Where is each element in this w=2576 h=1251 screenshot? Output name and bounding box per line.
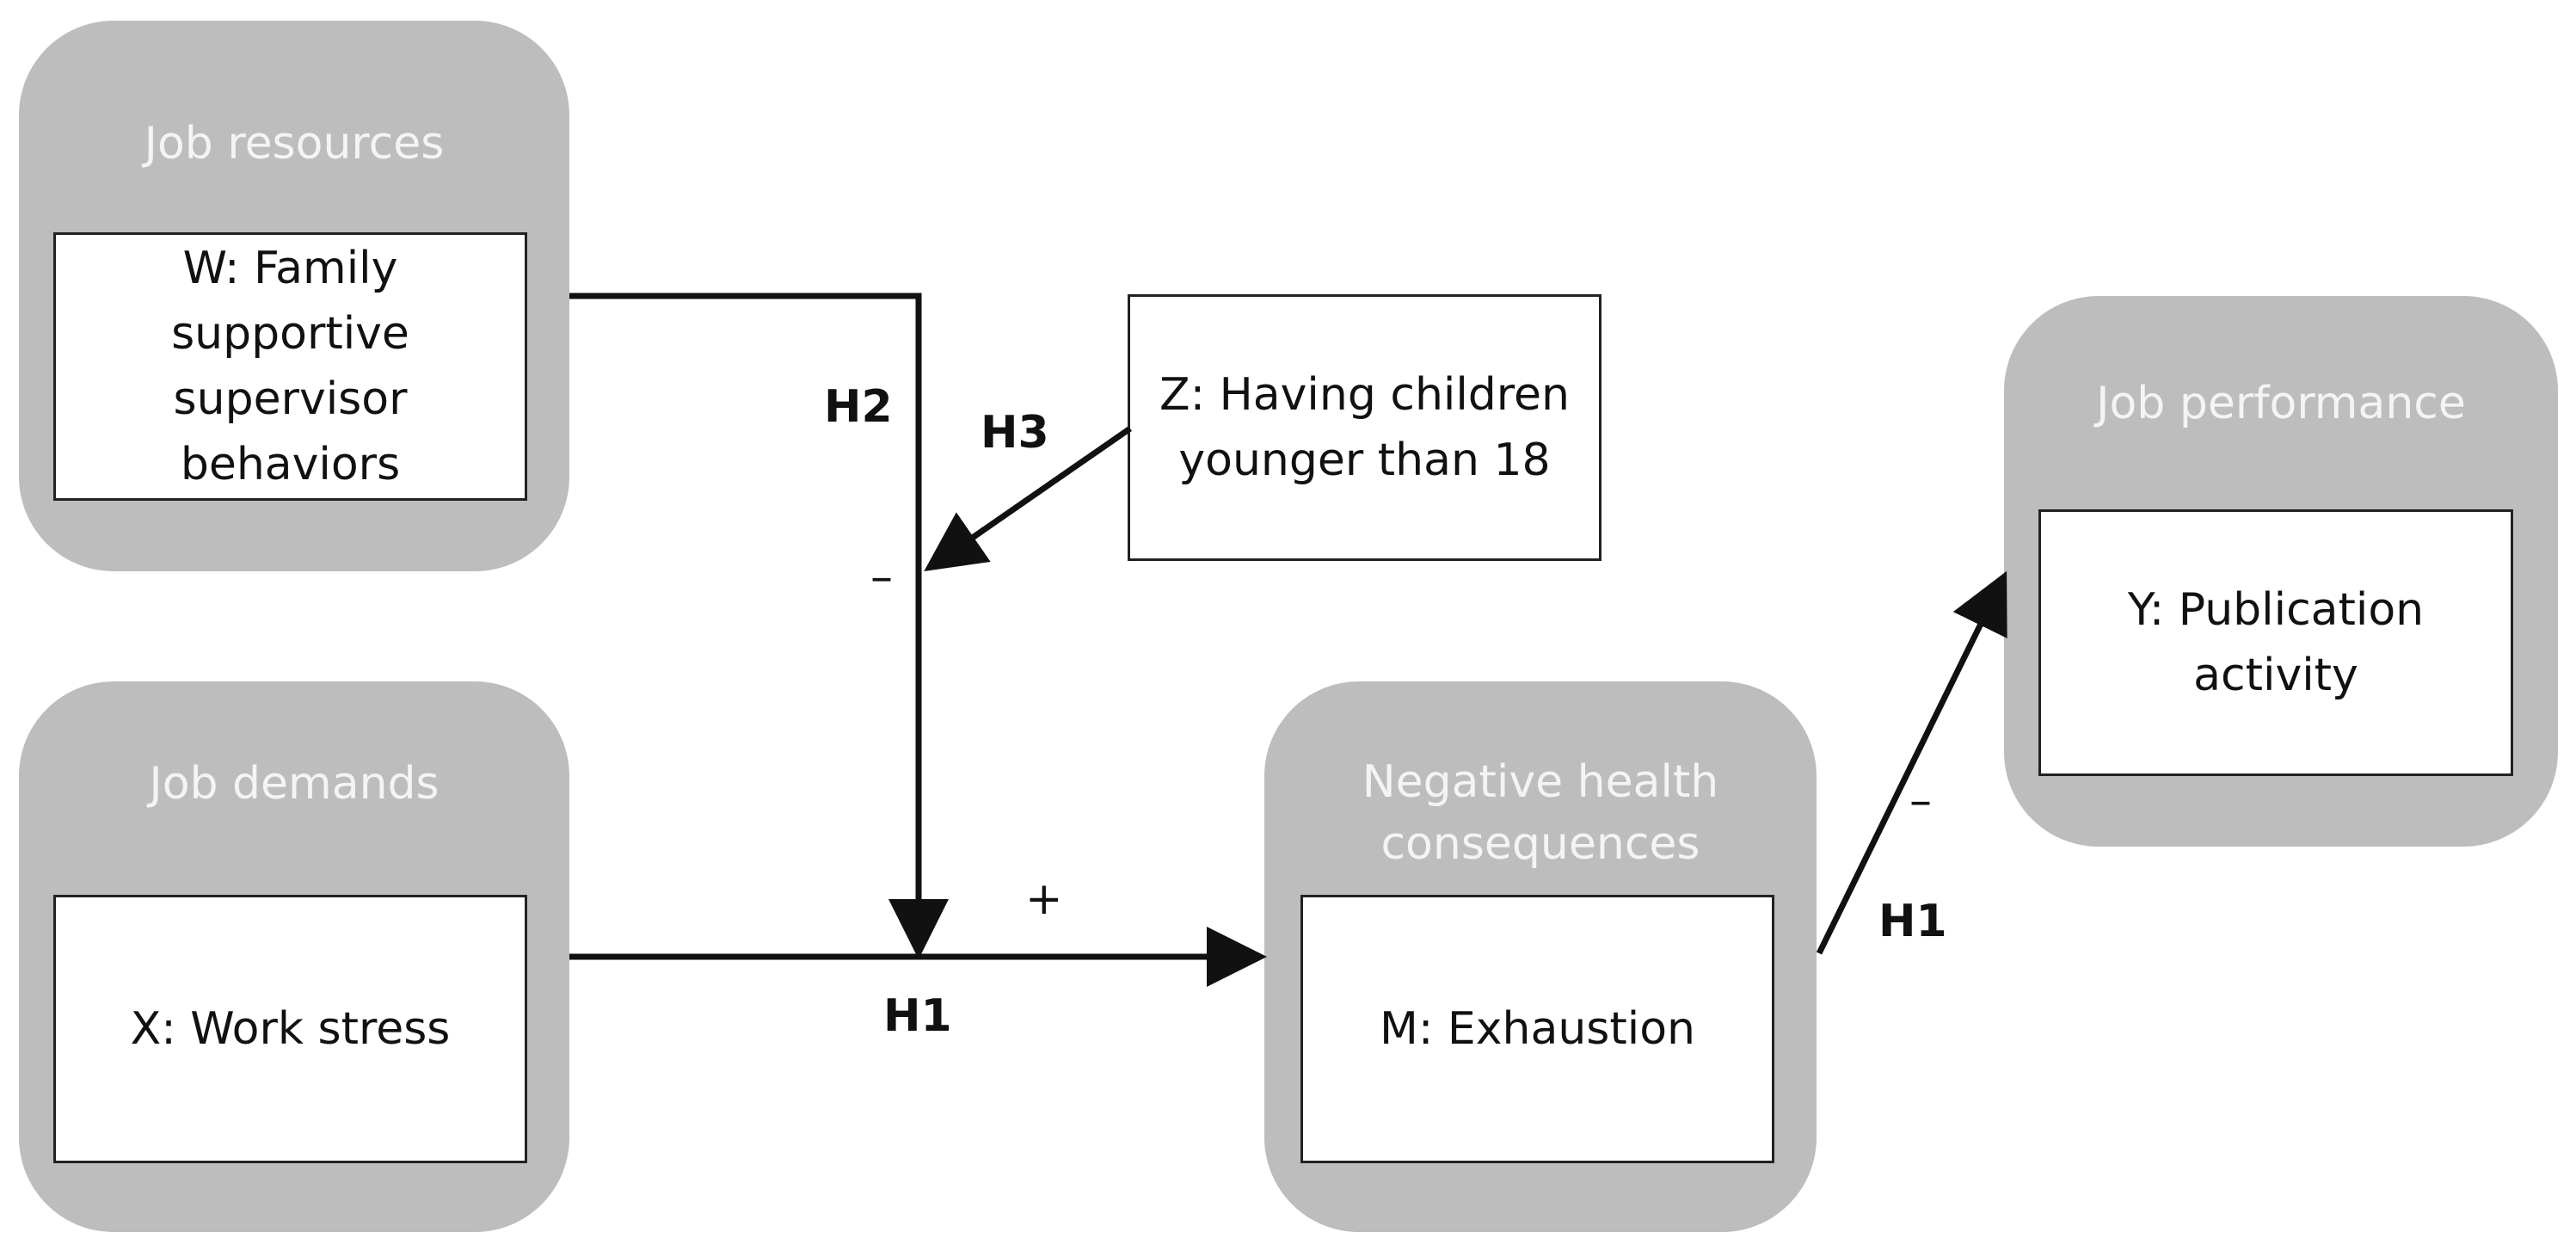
h3-label: H3	[981, 407, 1049, 459]
w-family-supportive-box: W: Family supportive supervisor behavior…	[53, 232, 527, 501]
h1-path-label: H1	[883, 990, 952, 1042]
negative-health-title-line2: consequences	[1380, 818, 1700, 870]
w-to-path-arrow	[569, 293, 949, 959]
m-exhaustion-box: M: Exhaustion	[1300, 895, 1774, 1163]
x-line-1: X: Work stress	[130, 1003, 451, 1055]
z-line-1: Z: Having children	[1159, 369, 1570, 421]
x-work-stress-box: X: Work stress	[53, 895, 527, 1163]
w-line-2: supportive	[171, 308, 409, 360]
moderation-minus-sign: –	[870, 552, 893, 603]
z-moderation-arrow	[924, 426, 1132, 571]
job-demands-title: Job demands	[149, 758, 440, 810]
w-line-1: W: Family	[182, 243, 398, 294]
plus-sign: +	[1025, 873, 1063, 925]
job-performance-title: Job performance	[2096, 378, 2466, 429]
negative-health-title-line1: Negative health	[1362, 756, 1719, 808]
h2-label: H2	[824, 381, 893, 433]
outcome-minus-sign: –	[1909, 775, 1932, 827]
h1-outcome-label: H1	[1878, 896, 1947, 947]
w-line-4: behaviors	[180, 439, 401, 490]
y-line-2: activity	[2193, 650, 2358, 701]
m-to-y-arrow	[1816, 570, 2007, 955]
m-line-1: M: Exhaustion	[1379, 1003, 1696, 1055]
y-publication-activity-box: Y: Publication activity	[2038, 509, 2513, 776]
y-line-1: Y: Publication	[2127, 584, 2425, 636]
w-line-3: supervisor	[173, 373, 408, 425]
z-line-2: younger than 18	[1178, 434, 1551, 486]
job-resources-title: Job resources	[144, 118, 445, 169]
z-having-children-box: Z: Having children younger than 18	[1128, 294, 1602, 561]
